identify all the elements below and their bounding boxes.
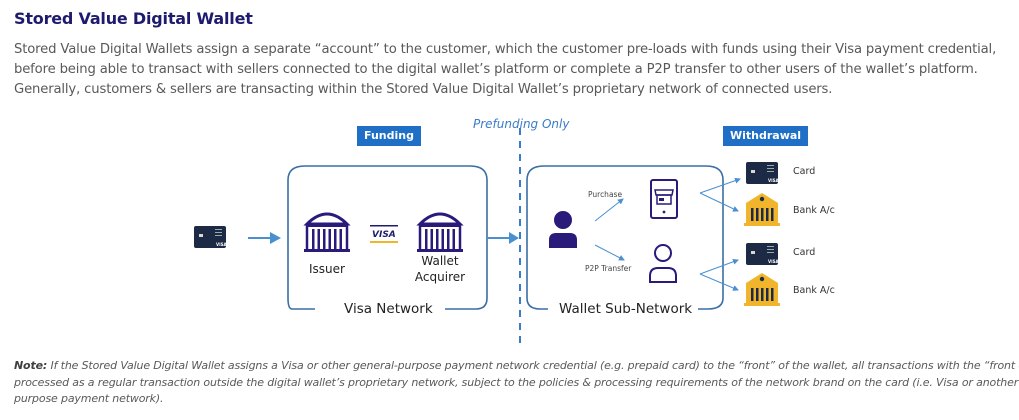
prefund-arrow-icon: [488, 232, 519, 244]
bank-icon: [744, 193, 780, 226]
source-card-icon: [194, 226, 228, 248]
withdraw-bank-arrow-icon: [699, 192, 739, 212]
issuer-bank-icon: [302, 212, 352, 254]
acquirer-label-line2: Acquirer: [414, 270, 466, 284]
card-icon: [746, 162, 780, 184]
note-line: purpose payment network).: [14, 392, 164, 405]
receiver-user-icon: [649, 244, 677, 283]
funding-tag: Funding: [357, 126, 421, 146]
withdraw-card-label: Card: [793, 247, 816, 258]
visa-logo-icon: VISA: [370, 225, 398, 243]
customer-icon: [549, 211, 577, 248]
note-label: Note:: [14, 359, 48, 372]
withdraw-card-arrow-icon: [699, 177, 741, 194]
issuer-label: Issuer: [309, 262, 345, 276]
svg-text:VISA: VISA: [372, 230, 396, 240]
withdraw-bank-arrow-icon: [699, 273, 739, 291]
note-paragraph: Note: If the Stored Value Digital Wallet…: [14, 358, 1019, 408]
withdraw-card-arrow-icon: [699, 258, 739, 275]
visa-network-label: Visa Network: [338, 301, 439, 317]
merchant-store-icon: [650, 179, 678, 219]
withdrawal-tag: Withdrawal: [723, 126, 809, 146]
card-icon: [746, 243, 780, 265]
funding-arrow-icon: [248, 232, 281, 244]
acquirer-label-line1: Wallet: [421, 254, 459, 268]
purchase-arrow-icon: [594, 198, 624, 222]
paragraph-line: Stored Value Digital Wallets assign a se…: [14, 42, 997, 57]
prefunding-label: Prefunding Only: [473, 117, 570, 131]
paragraph-line: Generally, customers & sellers are trans…: [14, 82, 833, 97]
p2p-transfer-label: P2P Transfer: [585, 264, 632, 273]
withdraw-card-label: Card: [793, 166, 816, 177]
withdraw-bank-label: Bank A/c: [793, 205, 835, 216]
purchase-label: Purchase: [588, 190, 623, 199]
intro-paragraph: Stored Value Digital Wallets assign a se…: [14, 40, 1014, 100]
note-line: processed as a regular transaction outsi…: [14, 375, 1019, 389]
page-title: Stored Value Digital Wallet: [14, 9, 253, 28]
withdraw-bank-label: Bank A/c: [793, 285, 835, 296]
p2p-arrow-icon: [594, 244, 625, 261]
wallet-network-outline: [526, 165, 724, 310]
acquirer-bank-icon: [415, 212, 465, 254]
bank-icon: [744, 273, 780, 306]
note-line: Note: If the Stored Value Digital Wallet…: [14, 359, 1019, 372]
wallet-network-label: Wallet Sub-Network: [553, 301, 699, 317]
paragraph-line: before being able to transact with selle…: [14, 62, 978, 77]
visa-network-outline: [287, 165, 488, 310]
